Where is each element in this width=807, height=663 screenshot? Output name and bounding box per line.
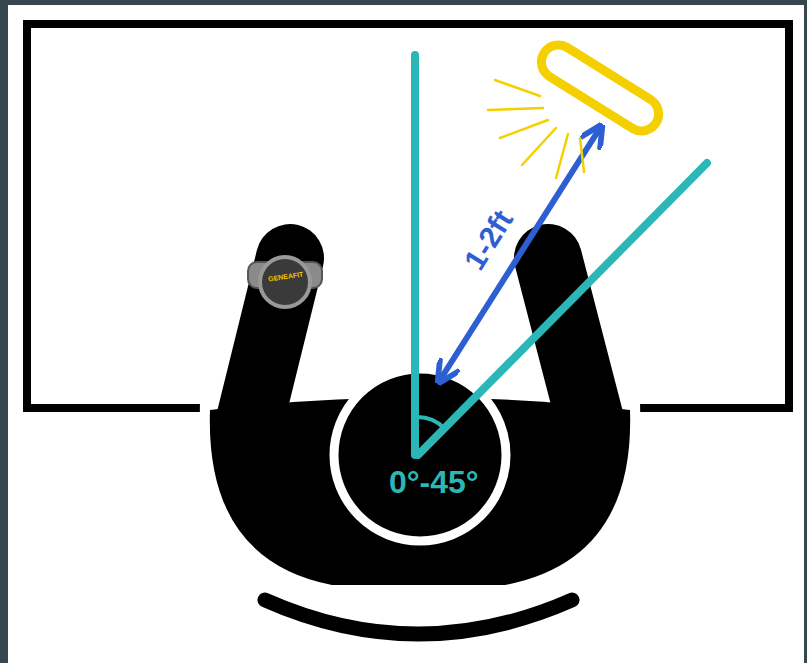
- frame-edge: [804, 0, 807, 663]
- angle-label: 0°-45°: [389, 466, 479, 498]
- frame-edge: [0, 0, 8, 663]
- light-ray: [488, 108, 543, 110]
- light-ray: [522, 128, 556, 165]
- angle-line: [411, 55, 419, 455]
- chair-back: [265, 600, 572, 634]
- light-ray: [495, 80, 540, 96]
- angle-line: [418, 163, 707, 455]
- desk-outline: [27, 24, 789, 408]
- distance-arrow: [440, 128, 600, 380]
- light-ray: [500, 120, 548, 138]
- lamp: [535, 39, 665, 138]
- angle-arc: [415, 417, 444, 428]
- distance-label: 1-2ft: [459, 205, 518, 275]
- light-ray: [580, 138, 584, 172]
- light-ray: [556, 134, 568, 178]
- light-rays: [488, 80, 584, 178]
- ring-face: [260, 257, 310, 307]
- frame-edge: [0, 0, 807, 5]
- lamp-body: [535, 39, 665, 138]
